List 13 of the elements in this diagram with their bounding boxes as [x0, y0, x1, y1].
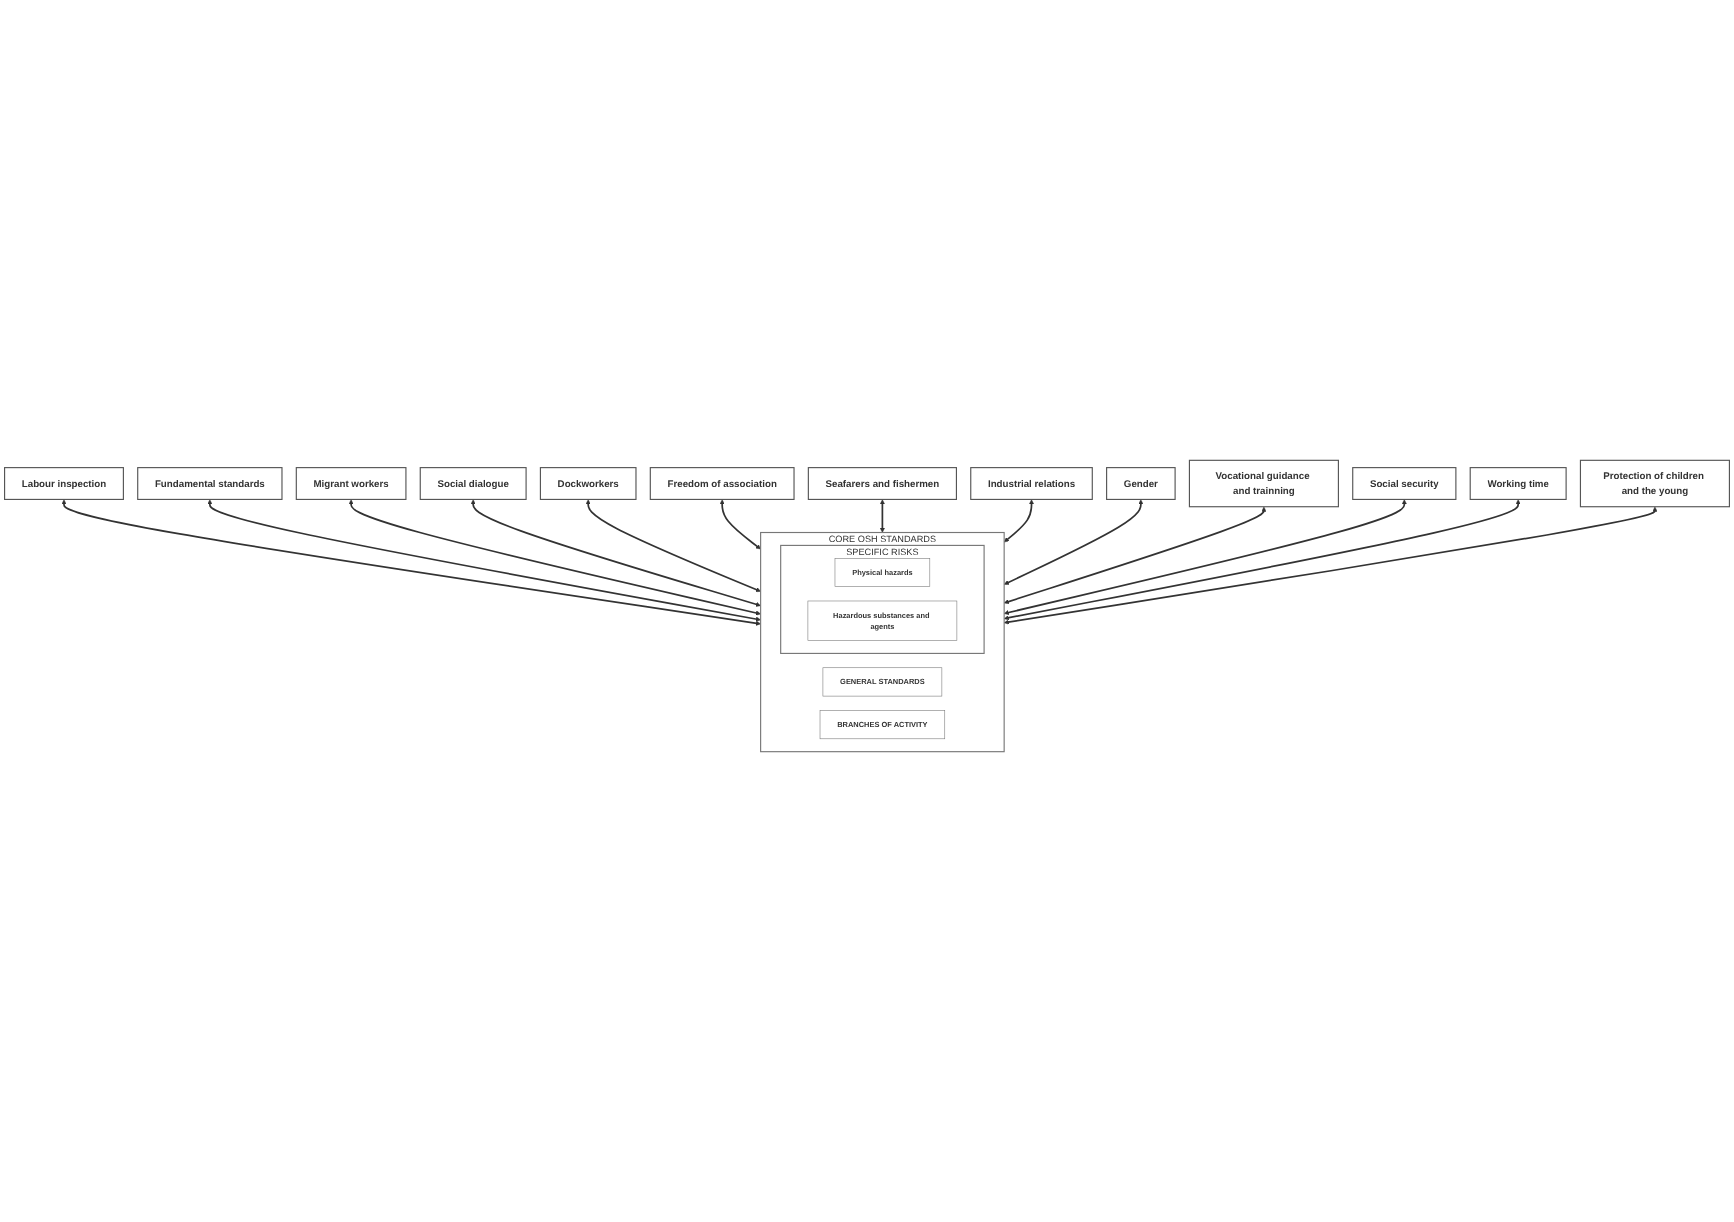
- arrow: [1003, 499, 1521, 621]
- arrow: [1003, 499, 1407, 615]
- arrow: [719, 499, 761, 550]
- arrow: [348, 499, 761, 616]
- arrow: [207, 499, 761, 622]
- arrow: [879, 499, 885, 533]
- arrow: [61, 499, 761, 626]
- arrow: [470, 499, 761, 607]
- arrow: [1003, 499, 1035, 543]
- arrow: [1003, 506, 1658, 625]
- arrow: [585, 499, 761, 592]
- arrow: [1003, 499, 1144, 585]
- arrow: [1003, 506, 1267, 604]
